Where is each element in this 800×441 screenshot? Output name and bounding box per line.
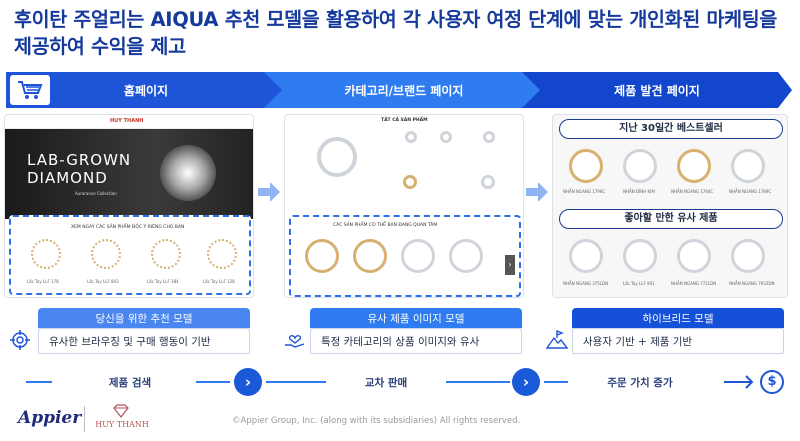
category-item-1 (305, 239, 339, 273)
flow-line (26, 381, 52, 383)
banner-discovery: 제품 발견 페이지 (522, 72, 792, 108)
similar-pill: 좋아할 만한 유사 제품 (559, 209, 783, 229)
model-1-title: 당신을 위한 추천 모델 (95, 312, 193, 325)
arrow-right-icon (526, 182, 548, 202)
model-card-1-desc: 유사한 브라우징 및 구매 행동이 기반 (38, 328, 250, 354)
home-item-label-1: Lắc Tay LLF 178 (27, 279, 59, 284)
category-recommend-widget: CÁC SẢN PHẨM CÓ THỂ BẠN ĐANG QUAN TÂM › (289, 215, 521, 297)
target-icon (10, 330, 30, 350)
appier-logo: Appier (18, 408, 82, 428)
model-card-3-desc: 사용자 기반 + 제품 기반 (572, 328, 784, 354)
category-header: TẤT CẢ SẢN PHẨM (381, 118, 428, 123)
hand-heart-icon (285, 335, 305, 348)
category-item-4 (449, 239, 483, 273)
flow-step-2: 교차 판매 (364, 377, 408, 389)
pendant-image (403, 175, 417, 189)
pendant-image (481, 175, 495, 189)
bestseller-item-2 (623, 149, 657, 183)
similar-item-3 (677, 239, 711, 273)
flow-line (196, 381, 230, 383)
home-brand: HUY THANH (110, 118, 144, 124)
cart-icon (10, 75, 50, 105)
bestseller-label: 지난 30일간 베스트셀러 (619, 123, 723, 134)
arrow-right-icon (258, 182, 280, 202)
similar-name-1: NHẪN NGANG 375LDN (563, 281, 609, 286)
mountain-flag-icon (546, 330, 568, 349)
similar-label: 좋아할 만한 유사 제품 (624, 213, 718, 224)
model-card-1-title: 당신을 위한 추천 모델 (38, 308, 250, 328)
home-rec-title: XEM NGAY CÁC SẢN PHẨM ĐỘC Ý RIÊNG CHO BẠ… (71, 225, 185, 230)
model-2-desc: 특정 카테고리의 상품 이미지와 유사 (321, 335, 480, 348)
banner-home: 홈페이지 (6, 72, 286, 108)
home-item-label-4: Lắc Tay LLF 128 (203, 279, 235, 284)
similar-item-4 (731, 239, 765, 273)
logo-divider (84, 406, 85, 432)
flow-line (266, 381, 326, 383)
similar-item-2 (623, 239, 657, 273)
banner-category: 카테고리/브랜드 페이지 (264, 72, 544, 108)
model-card-2-desc: 특정 카테고리의 상품 이미지와 유사 (310, 328, 522, 354)
category-rec-title: CÁC SẢN PHẨM CÓ THỂ BẠN ĐANG QUAN TÂM (333, 223, 438, 228)
home-page-screenshot: HUY THANH LAB-GROWN DIAMOND Aurorarise C… (4, 114, 254, 298)
carousel-next-icon[interactable]: › (505, 255, 515, 275)
chevron-right-icon: › (234, 368, 262, 396)
home-hero: LAB-GROWN DIAMOND Aurorarise Collection (5, 129, 253, 219)
home-item-3 (151, 239, 181, 269)
title-line-2: 제공하여 수익을 제고 (14, 35, 186, 58)
discovery-page-screenshot: 지난 30일간 베스트셀러 NHẪN NGANG 1796C NHẪN ĐÍNH… (552, 114, 788, 298)
bestseller-item-1 (569, 149, 603, 183)
earring-image (483, 131, 495, 143)
model-card-2-title: 유사 제품 이미지 모델 (310, 308, 522, 328)
model-card-3-title: 하이브리드 모델 (572, 308, 784, 328)
huy-thanh-text: HUY THANH (95, 420, 149, 429)
bestseller-name-1: NHẪN NGANG 1796C (563, 189, 606, 194)
similar-name-3: NHẪN NGANG 772LDN (671, 281, 717, 286)
hero-line-2: DIAMOND (27, 169, 108, 187)
arrow-right-icon (724, 375, 754, 389)
home-recommend-widget: XEM NGAY CÁC SẢN PHẨM ĐỘC Ý RIÊNG CHO BẠ… (9, 215, 251, 295)
category-page-screenshot: TẤT CẢ SẢN PHẨM CÁC SẢN PHẨM CÓ THỂ BẠN … (284, 114, 524, 298)
model-2-title: 유사 제품 이미지 모델 (367, 312, 465, 325)
banner-category-label: 카테고리/브랜드 페이지 (344, 83, 464, 98)
home-item-label-3: Lắc Tay LLF 384 (147, 279, 179, 284)
category-item-2 (353, 239, 387, 273)
earring-image (405, 131, 417, 143)
chevron-right-icon: › (512, 368, 540, 396)
similar-item-1 (569, 239, 603, 273)
diamond-image (160, 145, 216, 201)
model-3-desc: 사용자 기반 + 제품 기반 (583, 335, 693, 348)
model-3-title: 하이브리드 모델 (642, 312, 714, 325)
bestseller-item-3 (677, 149, 711, 183)
dollar-icon: $ (760, 370, 784, 394)
ring-image (317, 137, 357, 177)
flow-line (544, 381, 568, 383)
similar-name-4: NHẪN NGANG 7932DN (729, 281, 775, 286)
bestseller-name-4: NHẪN NGANG 1789C (729, 189, 772, 194)
banner-home-label: 홈페이지 (123, 83, 169, 98)
model-1-desc: 유사한 브라우징 및 구매 행동이 기반 (49, 335, 211, 348)
diamond-logo-icon (113, 404, 129, 418)
hero-sub: Aurorarise Collection (75, 191, 117, 196)
hero-line-1: LAB-GROWN (27, 151, 132, 169)
bestseller-name-2: NHẪN ĐÍNH KIM (623, 189, 655, 194)
flow-step-3: 주문 가치 증가 (607, 377, 673, 389)
category-item-3 (401, 239, 435, 273)
slide-title: 후이탄 주얼리는 AIQUA 추천 모델을 활용하여 각 사용자 여정 단계에 … (14, 6, 794, 60)
banner-discovery-label: 제품 발견 페이지 (614, 83, 700, 98)
copyright: ©Appier Group, Inc. (along with its subs… (232, 416, 521, 426)
earring-image (440, 131, 452, 143)
bestseller-item-4 (731, 149, 765, 183)
similar-name-2: Lắc Tay LLF 901 (623, 281, 655, 286)
home-item-label-2: Lắc Tay LLF 803 (87, 279, 119, 284)
flow-step-1: 제품 검색 (108, 377, 152, 389)
huy-thanh-logo: HUY THANH (92, 404, 152, 436)
flow-line (446, 381, 510, 383)
title-line-1: 후이탄 주얼리는 AIQUA 추천 모델을 활용하여 각 사용자 여정 단계에 … (14, 8, 778, 31)
bestseller-pill: 지난 30일간 베스트셀러 (559, 119, 783, 139)
bestseller-name-3: NHẪN NGANG 1784C (671, 189, 714, 194)
home-item-4 (207, 239, 237, 269)
home-item-1 (31, 239, 61, 269)
home-item-2 (91, 239, 121, 269)
